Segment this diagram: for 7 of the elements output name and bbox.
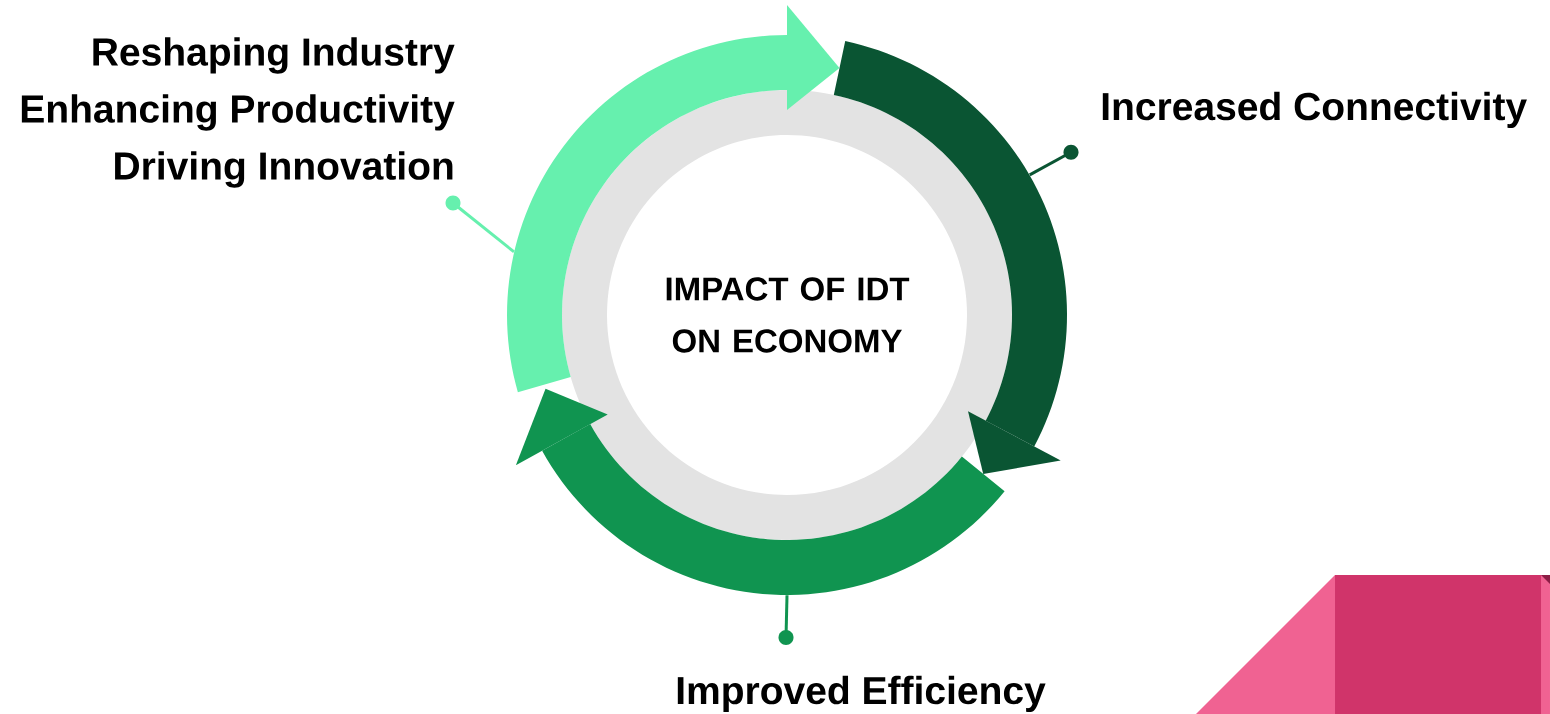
label-text: Improved Efficiency bbox=[677, 675, 1046, 713]
leader-line bbox=[778, 595, 794, 646]
label-text: Increased Connectivity bbox=[1102, 91, 1527, 129]
leader-line bbox=[445, 195, 515, 254]
leader-line bbox=[1029, 144, 1079, 177]
ring-segment bbox=[515, 388, 1005, 595]
label-text: Reshaping Industry Enhancing Productivity Driving Innovation bbox=[21, 37, 455, 188]
